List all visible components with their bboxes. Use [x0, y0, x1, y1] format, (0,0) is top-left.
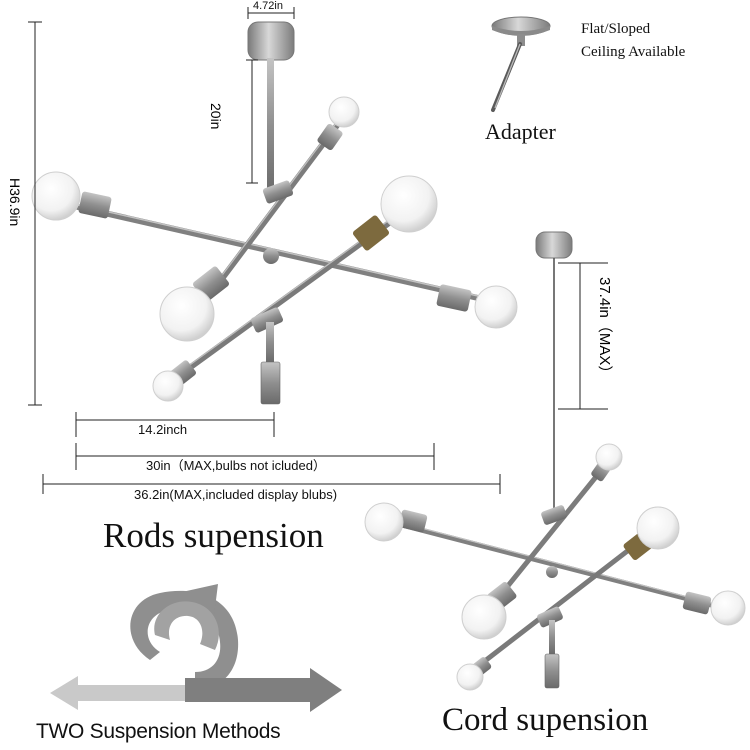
- adapter-note-line1: Flat/Sloped: [581, 21, 651, 37]
- cord-dimension-lines: [558, 262, 608, 410]
- cord-fixture-illustration: [364, 231, 746, 691]
- canopy-width-label: 4.72in: [253, 0, 283, 12]
- adapter-label: Adapter: [485, 119, 556, 144]
- rods-fixture-illustration: [31, 21, 518, 405]
- span-with-bulbs-label: 36.2in(MAX,included display blubs): [134, 487, 338, 502]
- adapter-note-line2: Ceiling Available: [581, 44, 686, 60]
- total-height-label: H36.9in: [7, 178, 23, 227]
- rods-dimension-lines: [28, 7, 501, 494]
- cord-caption: Cord supension: [442, 702, 649, 738]
- rods-caption: Rods supension: [103, 516, 324, 555]
- two-methods-label: TWO Suspension Methods: [36, 720, 281, 743]
- rod-length-label: 20in: [208, 103, 224, 130]
- cord-length-label: 37.4in（MAX）: [596, 277, 613, 381]
- span-no-bulbs-label: 30in（MAX,bulbs not icluded）: [146, 458, 326, 473]
- adapter-illustration: [491, 16, 551, 112]
- suspension-arrows-icon: [50, 584, 342, 712]
- half-span-label: 14.2inch: [138, 422, 188, 437]
